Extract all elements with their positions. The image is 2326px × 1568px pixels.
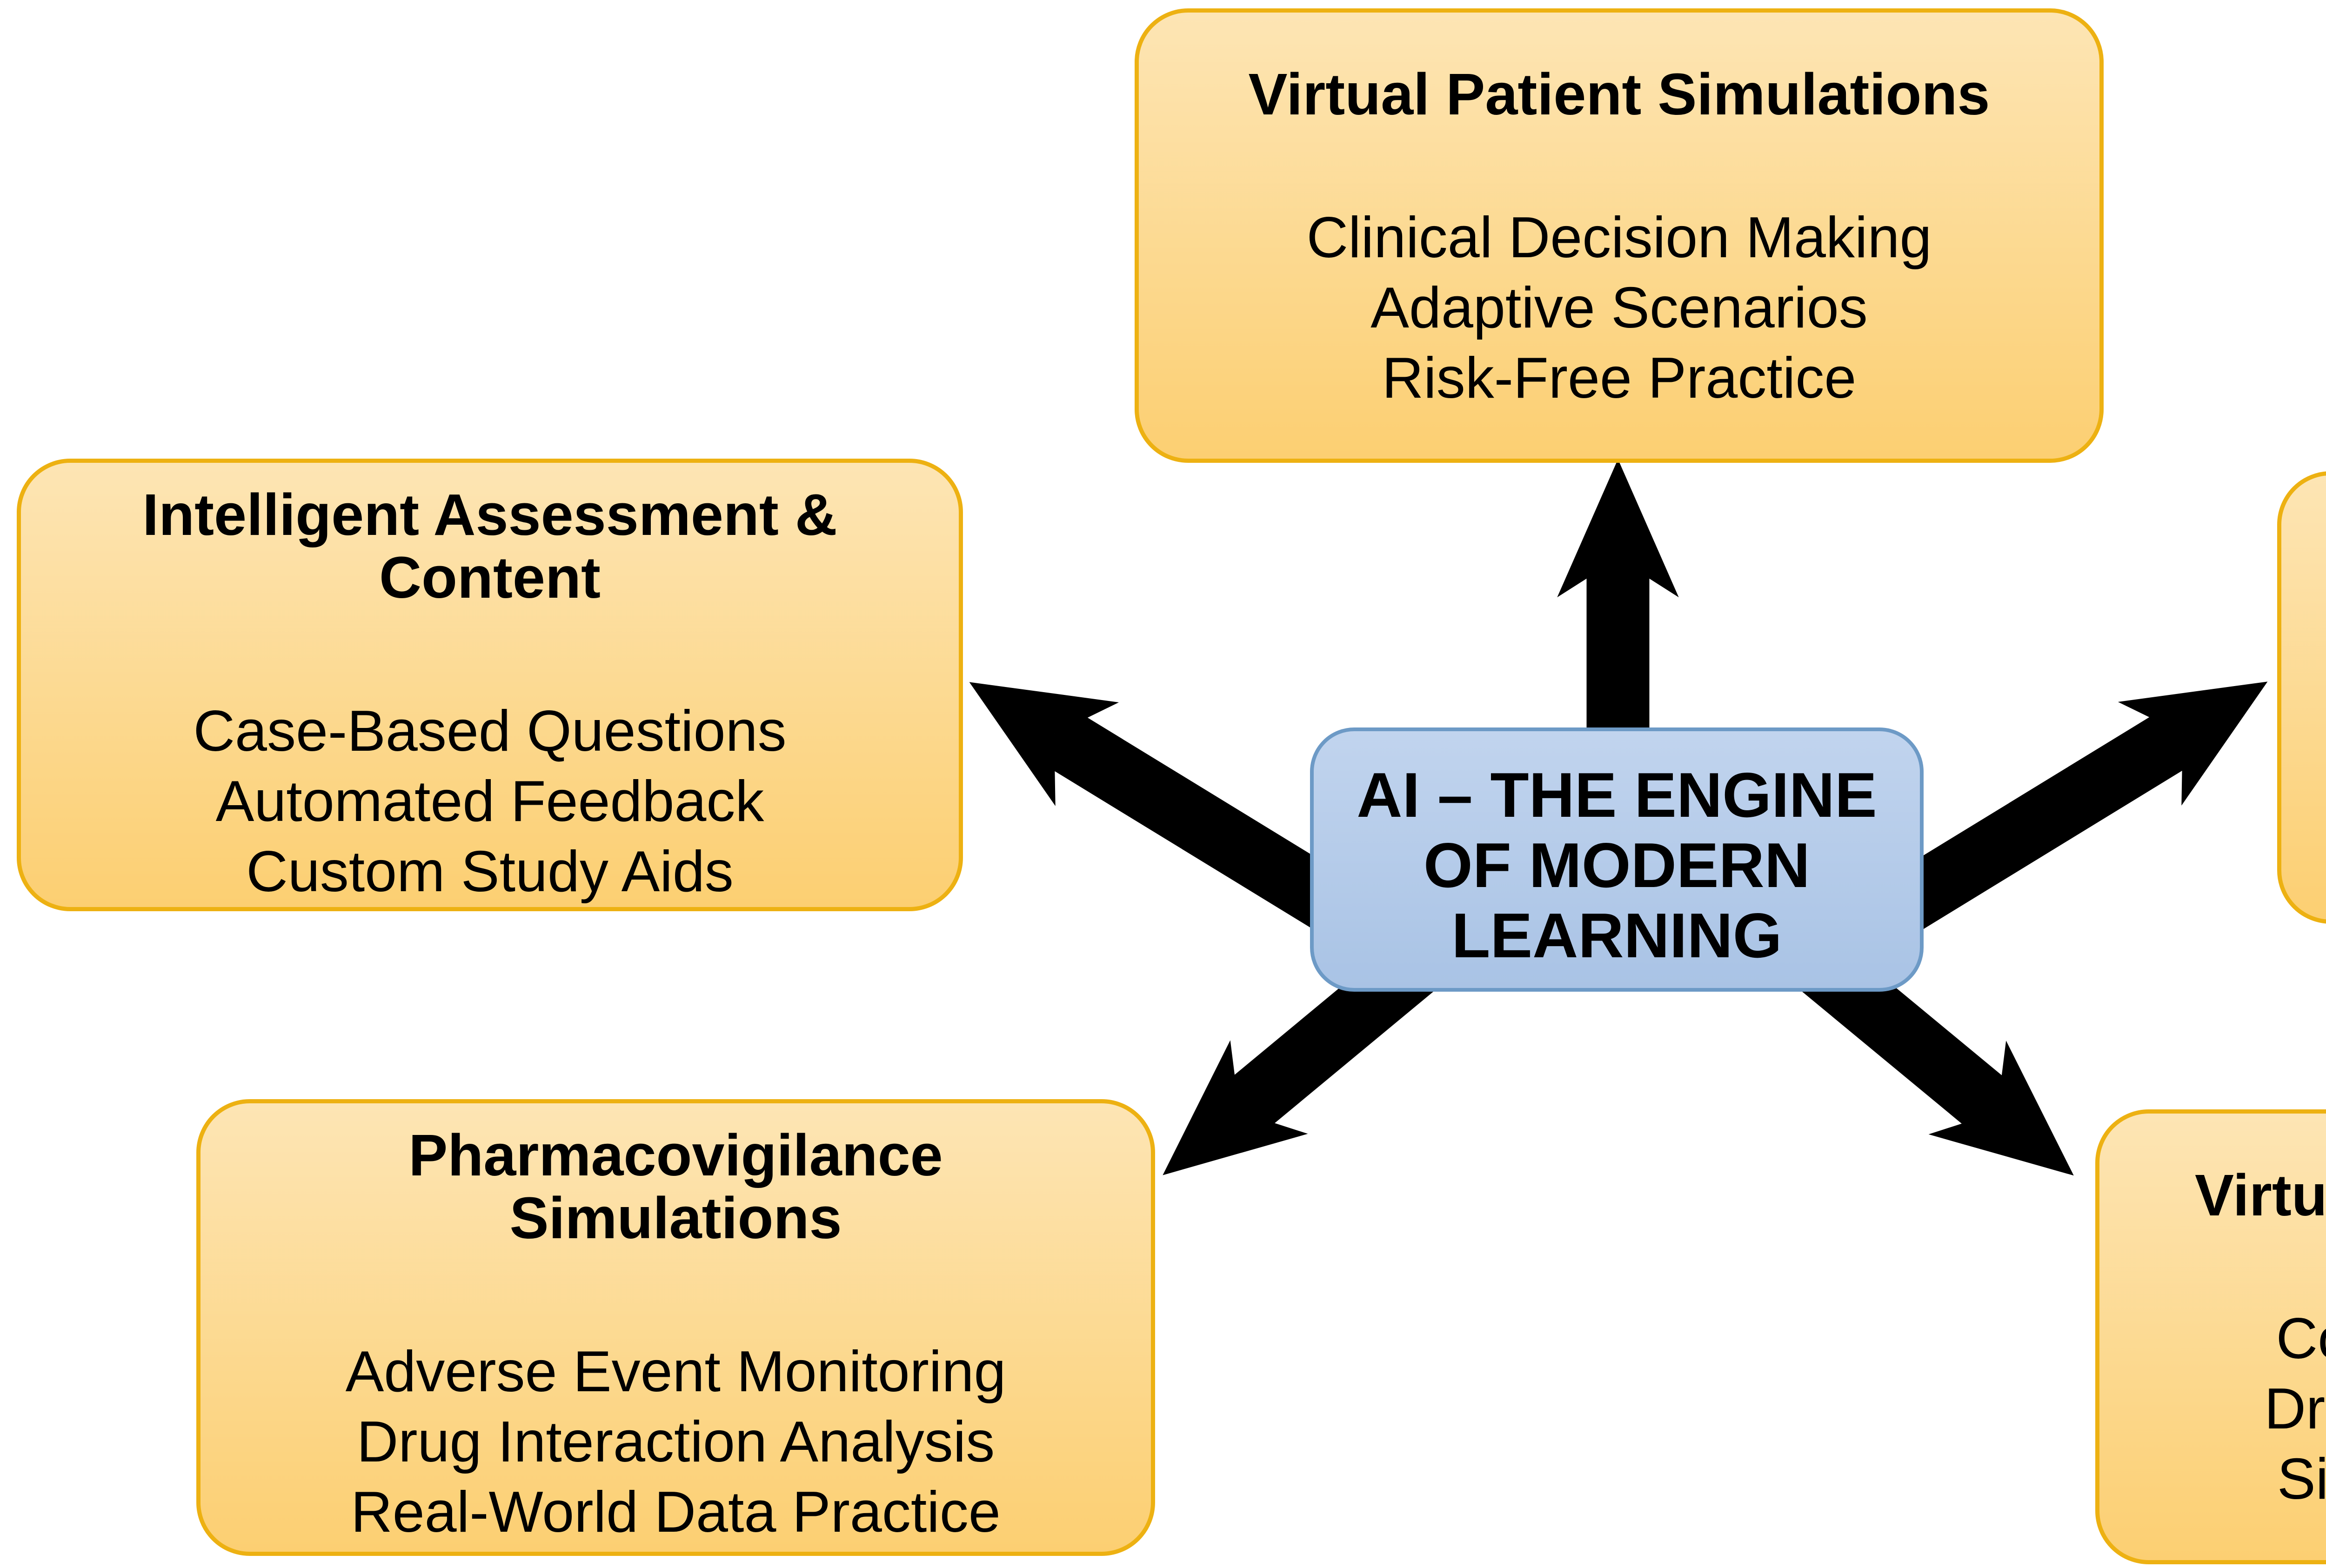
node-items: Complex Visualizations Drug-Target Inter… bbox=[2264, 1304, 2326, 1515]
node-title: Intelligent Assessment & Content bbox=[142, 483, 837, 609]
node-item: Complex Visualizations bbox=[2276, 1307, 2326, 1371]
node-item: Automated Feedback bbox=[215, 769, 764, 834]
node-ai-engine-of-modern-learning: AI – THE ENGINE OF MODERN LEARNING bbox=[1310, 727, 1924, 992]
arrow-upper-left-icon bbox=[969, 682, 1366, 941]
node-virtual-patient-simulations: Virtual Patient Simulations Clinical Dec… bbox=[1135, 8, 2104, 463]
node-title: Virtual Labs & 3D Modeling bbox=[2195, 1160, 2326, 1230]
node-pharmacovigilance-simulations: Pharmacovigilance Simulations Adverse Ev… bbox=[196, 1099, 1155, 1556]
center-title-line: OF MODERN bbox=[1423, 830, 1811, 901]
node-item: Simulated Experiments bbox=[2277, 1447, 2326, 1511]
node-item: Case-Based Questions bbox=[193, 699, 787, 763]
node-item: Adaptive Scenarios bbox=[1370, 276, 1868, 340]
node-item: Real-World Data Practice bbox=[351, 1480, 1001, 1544]
node-item: Adverse Event Monitoring bbox=[345, 1340, 1006, 1404]
center-title-line: LEARNING bbox=[1451, 900, 1782, 971]
node-items: Clinical Decision Making Adaptive Scenar… bbox=[1307, 203, 1932, 414]
node-items: Adverse Event Monitoring Drug Interactio… bbox=[346, 1337, 1006, 1548]
node-title-line: Content bbox=[379, 545, 601, 610]
center-title: AI – THE ENGINE OF MODERN LEARNING bbox=[1357, 760, 1877, 971]
node-virtual-labs-3d-modeling: Virtual Labs & 3D Modeling Complex Visua… bbox=[2095, 1109, 2326, 1564]
node-title-line: Simulations bbox=[509, 1185, 842, 1251]
node-title-line: Intelligent Assessment & bbox=[142, 482, 837, 547]
node-item: Drug Interaction Analysis bbox=[356, 1410, 995, 1474]
arrow-upper-right-icon bbox=[1867, 681, 2268, 943]
node-title-line: Pharmacovigilance bbox=[408, 1122, 943, 1188]
node-item: Custom Study Aids bbox=[246, 840, 734, 904]
node-item: Risk-Free Practice bbox=[1382, 346, 1857, 410]
node-intelligent-assessment-content: Intelligent Assessment & Content Case-Ba… bbox=[17, 459, 963, 911]
node-title-line: Virtual Labs & 3D Modeling bbox=[2195, 1162, 2326, 1228]
center-title-line: AI – THE ENGINE bbox=[1357, 760, 1877, 830]
node-adaptive-learning-systems: Adaptive Learning Systems Personalized C… bbox=[2277, 471, 2326, 924]
node-item: Drug-Target Interactions bbox=[2264, 1377, 2326, 1441]
node-item: Clinical Decision Making bbox=[1306, 206, 1932, 270]
node-title: Pharmacovigilance Simulations bbox=[408, 1124, 943, 1249]
node-items: Case-Based Questions Automated Feedback … bbox=[193, 696, 786, 907]
node-title-line: Virtual Patient Simulations bbox=[1248, 61, 1990, 127]
node-title: Virtual Patient Simulations bbox=[1248, 59, 1990, 129]
